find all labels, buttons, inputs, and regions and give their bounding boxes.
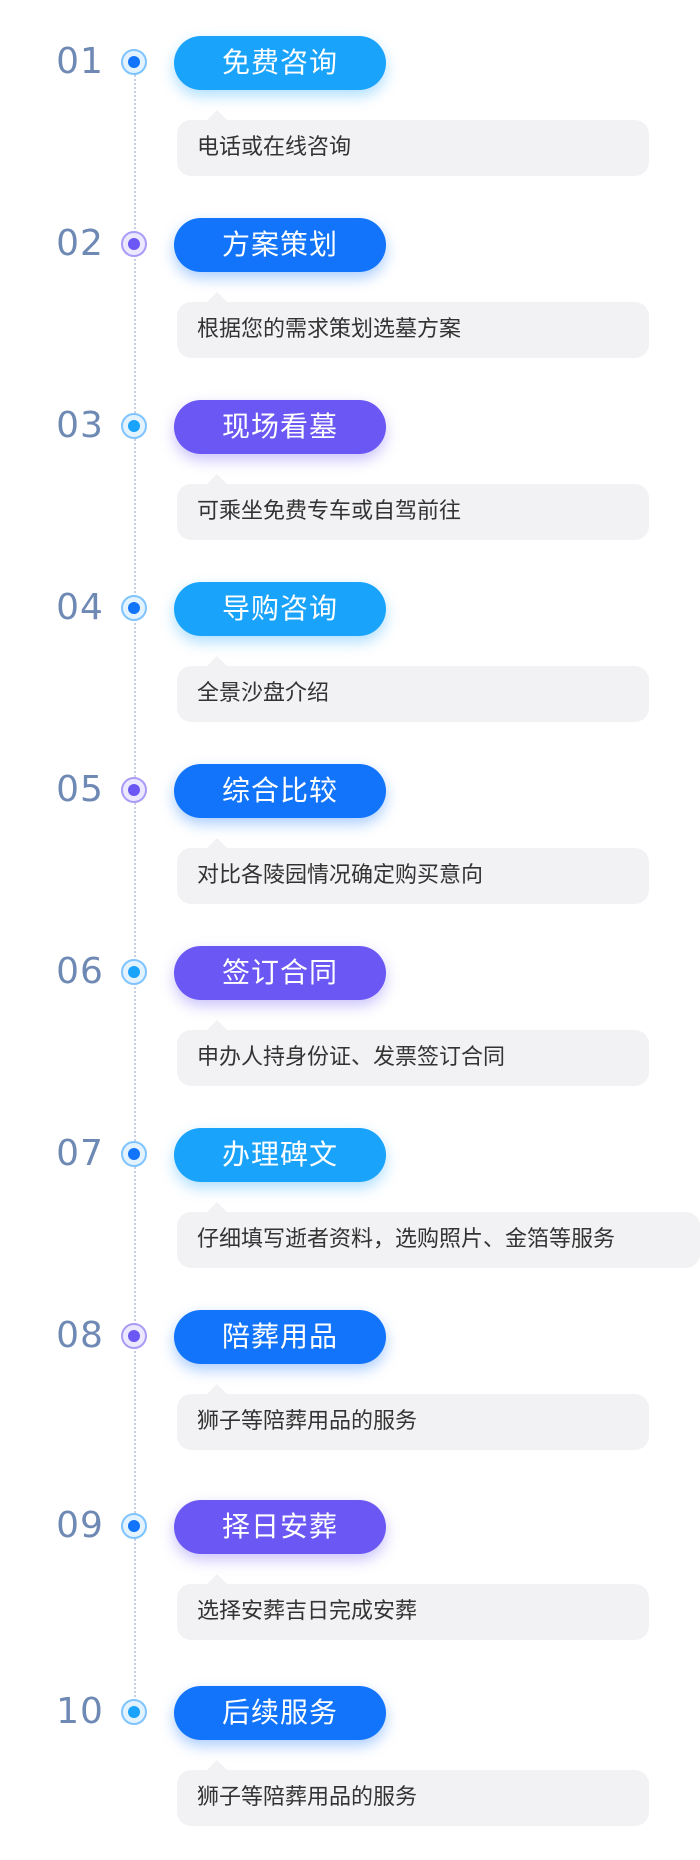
process-step-1: 01 免费咨询 电话或在线咨询 [0,0,700,176]
timeline-node-icon [121,1141,147,1167]
timeline-node-icon [121,413,147,439]
step-title-badge: 导购咨询 [174,582,386,636]
step-title-badge: 签订合同 [174,946,386,1000]
step-description: 根据您的需求策划选墓方案 [177,292,649,358]
step-number: 05 [56,769,104,810]
step-description: 狮子等陪葬用品的服务 [177,1384,649,1450]
step-title-badge: 办理碑文 [174,1128,386,1182]
process-step-2: 02 方案策划 根据您的需求策划选墓方案 [0,182,700,358]
step-number: 08 [56,1315,104,1356]
timeline-node-icon [121,1513,147,1539]
process-step-6: 06 签订合同 申办人持身份证、发票签订合同 [0,910,700,1086]
step-description: 申办人持身份证、发票签订合同 [177,1020,649,1086]
step-number: 03 [56,405,104,446]
step-description: 仔细填写逝者资料，选购照片、金箔等服务 [177,1202,700,1268]
process-step-4: 04 导购咨询 全景沙盘介绍 [0,546,700,722]
step-number: 09 [56,1505,104,1546]
process-step-3: 03 现场看墓 可乘坐免费专车或自驾前往 [0,364,700,540]
step-title-badge: 现场看墓 [174,400,386,454]
step-number: 02 [56,223,104,264]
step-title-badge: 综合比较 [174,764,386,818]
process-step-10: 10 后续服务 狮子等陪葬用品的服务 [0,1650,700,1826]
timeline-node-icon [121,1323,147,1349]
timeline-line [134,66,136,1721]
step-number: 06 [56,951,104,992]
step-description: 可乘坐免费专车或自驾前往 [177,474,649,540]
timeline-node-icon [121,595,147,621]
step-title-badge: 方案策划 [174,218,386,272]
timeline-node-icon [121,1699,147,1725]
step-description: 对比各陵园情况确定购买意向 [177,838,649,904]
step-title-badge: 择日安葬 [174,1500,386,1554]
step-description: 狮子等陪葬用品的服务 [177,1760,649,1826]
step-description: 全景沙盘介绍 [177,656,649,722]
process-step-8: 08 陪葬用品 狮子等陪葬用品的服务 [0,1274,700,1450]
step-description: 选择安葬吉日完成安葬 [177,1574,649,1640]
step-title-badge: 陪葬用品 [174,1310,386,1364]
step-number: 07 [56,1133,104,1174]
step-description: 电话或在线咨询 [177,110,649,176]
timeline-node-icon [121,231,147,257]
step-number: 04 [56,587,104,628]
timeline-node-icon [121,49,147,75]
process-step-5: 05 综合比较 对比各陵园情况确定购买意向 [0,728,700,904]
step-number: 10 [56,1691,104,1732]
timeline-node-icon [121,777,147,803]
step-number: 01 [56,41,104,82]
timeline-node-icon [121,959,147,985]
process-step-9: 09 择日安葬 选择安葬吉日完成安葬 [0,1464,700,1640]
step-title-badge: 免费咨询 [174,36,386,90]
process-step-7: 07 办理碑文 仔细填写逝者资料，选购照片、金箔等服务 [0,1092,700,1268]
step-title-badge: 后续服务 [174,1686,386,1740]
